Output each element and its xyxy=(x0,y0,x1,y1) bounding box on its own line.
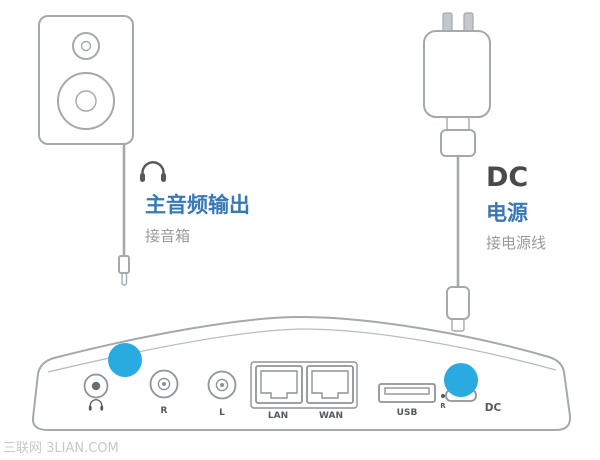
speaker-tweeter xyxy=(72,32,100,60)
audio-plug-body xyxy=(118,255,130,274)
audio-connection-marker xyxy=(108,343,142,377)
audio-l-pin xyxy=(220,383,224,387)
speaker-illustration xyxy=(38,15,134,145)
usb-plug-metal xyxy=(446,116,470,131)
speaker-woofer xyxy=(57,72,115,130)
wan-label: WAN xyxy=(319,411,343,421)
headphone-icon-right-pad xyxy=(161,173,166,182)
audio-l-label: L xyxy=(219,408,225,418)
lan-label: LAN xyxy=(268,411,288,421)
headphone-jack-port xyxy=(83,373,109,411)
audio-cable xyxy=(118,142,130,286)
dc-port-label: DC xyxy=(485,402,502,414)
audio-output-title: 主音频输出 xyxy=(145,193,250,217)
power-title: 电源 xyxy=(486,201,528,225)
audio-r-pin xyxy=(162,382,166,386)
micro-usb-plug-body xyxy=(446,286,470,320)
headphone-jack-hole xyxy=(91,381,101,391)
power-callout: DC 电源 接电源线 xyxy=(486,162,546,252)
reset-hole xyxy=(441,394,445,398)
audio-output-subtitle: 接音箱 xyxy=(145,227,190,245)
audio-r-inner xyxy=(157,377,171,391)
dc-heading: DC xyxy=(486,162,528,193)
power-adapter-illustration xyxy=(423,12,491,157)
reset-pinhole: R xyxy=(440,394,446,410)
wan-port xyxy=(306,365,354,404)
usb-port: USB xyxy=(378,383,436,418)
usb-label: USB xyxy=(397,408,418,418)
device-rear-panel: R L LAN WAN xyxy=(31,316,572,431)
audio-callout: 主音频输出 接音箱 xyxy=(140,161,250,245)
audio-l-port: L xyxy=(207,370,237,418)
ethernet-frame xyxy=(250,361,358,409)
headphone-icon xyxy=(140,161,166,182)
power-connection-marker xyxy=(444,363,478,397)
power-cable xyxy=(446,154,470,332)
micro-usb-plug-tip xyxy=(451,318,465,332)
headphone-icon-arc xyxy=(141,161,165,178)
audio-r-label: R xyxy=(161,406,168,416)
reset-label: R xyxy=(440,402,446,410)
usb-plug-body xyxy=(440,129,476,157)
watermark: 三联网 3LIAN.COM xyxy=(3,441,119,456)
ethernet-ports: LAN WAN xyxy=(250,361,358,421)
speaker-tweeter-center xyxy=(80,40,92,52)
lan-port xyxy=(255,365,303,404)
wan-port-jack xyxy=(311,370,349,399)
usb-port-tongue xyxy=(384,387,430,395)
audio-plug-tip xyxy=(121,272,128,286)
adapter-body xyxy=(423,30,491,118)
power-subtitle: 接电源线 xyxy=(486,234,546,252)
usb-port-frame xyxy=(378,383,436,403)
headphone-port-icon xyxy=(88,399,104,411)
lan-port-jack xyxy=(260,370,298,399)
audio-r-port: R xyxy=(149,369,179,416)
audio-l-inner xyxy=(215,378,229,392)
headphone-icon-left-pad xyxy=(140,173,145,182)
speaker-woofer-center xyxy=(75,90,97,112)
